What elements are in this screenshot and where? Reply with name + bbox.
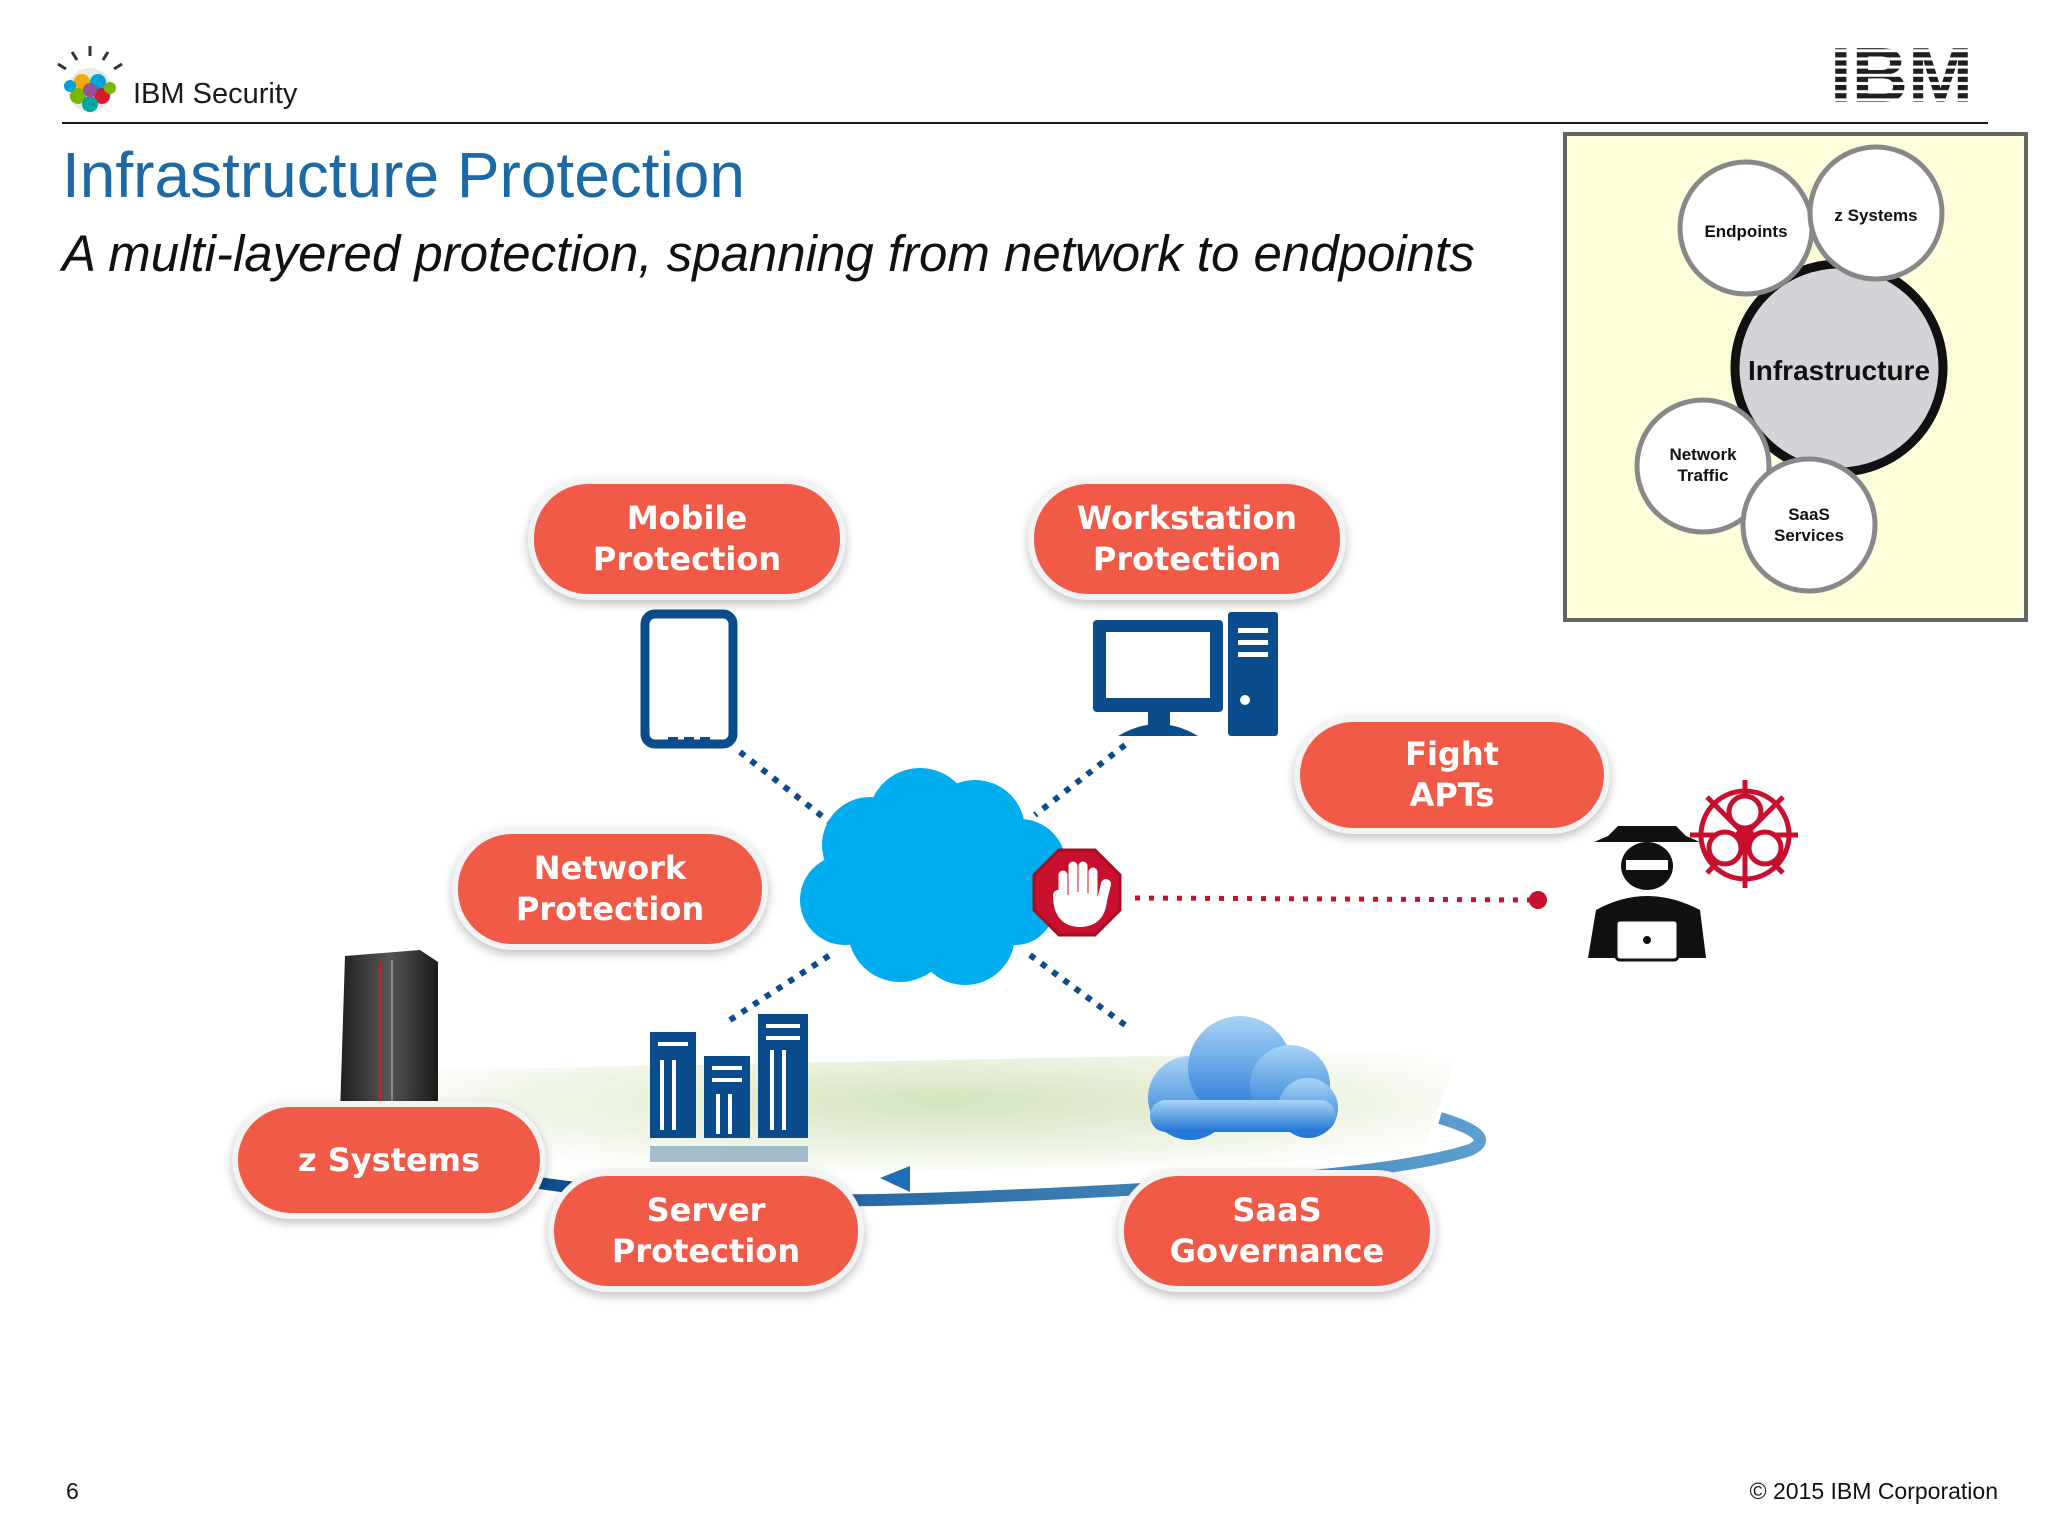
server-protection-pill: Server Protection <box>548 1170 864 1292</box>
page-title: Infrastructure Protection <box>62 139 745 211</box>
brand-name: IBM Security <box>133 78 298 110</box>
connector-workstation <box>1033 742 1127 818</box>
z-systems-pill: z Systems <box>232 1101 546 1219</box>
hacker-icon <box>1588 826 1706 962</box>
ibm-security-logo-icon <box>57 46 123 112</box>
mobile-protection-pill: Mobile Protection <box>528 478 846 600</box>
inset-network-label-1: Network <box>1669 445 1737 464</box>
workstation-protection-pill: Workstation Protection <box>1028 478 1346 600</box>
stop-hand-icon <box>1032 848 1122 937</box>
ibm-logo-text: IBM <box>1830 44 1973 106</box>
inset-endpoints-label: Endpoints <box>1704 222 1787 241</box>
inset-network-label-2: Traffic <box>1677 466 1728 485</box>
inset-zsystems-label: z Systems <box>1834 206 1917 225</box>
connector-server <box>728 952 832 1023</box>
central-cloud-icon <box>800 768 1066 985</box>
ibm-logo-icon: IBM <box>1830 44 1973 106</box>
header-rule <box>62 122 1988 124</box>
tablet-icon <box>640 609 738 749</box>
page-subtitle: A multi-layered protection, spanning fro… <box>62 225 1475 282</box>
connector-mobile <box>738 749 834 827</box>
biohazard-icon <box>1690 780 1798 888</box>
inset-infrastructure-label: Infrastructure <box>1748 355 1930 386</box>
copyright: © 2015 IBM Corporation <box>1749 1478 1998 1504</box>
server-rack-icon <box>650 1014 808 1162</box>
threat-connector <box>1134 895 1536 903</box>
orbit-arrowhead <box>880 1166 910 1192</box>
infrastructure-inset: Infrastructure Endpoints z Systems Netwo… <box>1563 132 2028 622</box>
inset-saas-label-2: Services <box>1774 526 1844 545</box>
inset-diagram: Infrastructure Endpoints z Systems Netwo… <box>1634 144 1948 594</box>
mainframe-icon <box>340 950 438 1126</box>
connector-saas <box>1028 952 1127 1028</box>
saas-cloud-icon <box>1148 1016 1338 1140</box>
page-number: 6 <box>66 1478 79 1504</box>
saas-governance-pill: SaaS Governance <box>1118 1170 1436 1292</box>
network-protection-pill: Network Protection <box>452 828 768 950</box>
fight-apts-pill: Fight APTs <box>1294 716 1610 834</box>
threat-endpoint-dot <box>1529 891 1547 909</box>
inset-saas-label-1: SaaS <box>1788 505 1830 524</box>
workstation-icon <box>1093 612 1278 736</box>
